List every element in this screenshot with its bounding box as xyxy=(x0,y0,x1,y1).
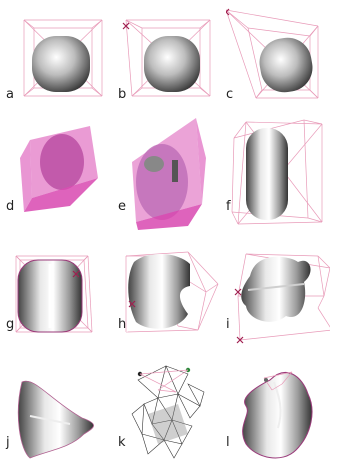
panel-label: k xyxy=(118,436,126,449)
panel-label: e xyxy=(118,200,126,213)
panel-e-graphic xyxy=(118,118,222,230)
control-point-marker xyxy=(235,289,241,295)
panel-label: b xyxy=(118,88,126,101)
panel-g: g xyxy=(10,236,114,348)
panel-f-graphic xyxy=(226,118,330,230)
panel-label: j xyxy=(6,436,10,449)
panel-c-graphic xyxy=(226,6,330,118)
panel-h: h xyxy=(118,236,222,348)
curled-shape xyxy=(243,373,312,458)
panel-k-graphic xyxy=(118,354,222,466)
capsule-shape xyxy=(246,128,288,220)
panel-label: d xyxy=(6,200,14,213)
panel-g-graphic xyxy=(10,236,114,348)
panel-label: h xyxy=(118,318,126,331)
panel-b: b xyxy=(118,6,222,118)
panel-label: g xyxy=(6,318,14,331)
panel-label: l xyxy=(226,436,230,449)
panel-d: d xyxy=(10,118,114,230)
panel-label: c xyxy=(226,88,233,101)
inner-shape xyxy=(40,134,84,190)
panel-j-graphic xyxy=(10,354,114,466)
panel-a: a xyxy=(10,6,114,118)
panel-j: j xyxy=(10,354,114,466)
panel-label: f xyxy=(226,200,231,213)
notched-shape xyxy=(128,254,190,329)
panel-h-graphic xyxy=(118,236,222,348)
panel-b-graphic xyxy=(118,6,222,118)
panel-k: k xyxy=(118,354,222,466)
triangular-mesh xyxy=(18,381,93,458)
panel-label: i xyxy=(226,318,230,331)
panel-i: i xyxy=(226,236,330,348)
panel-l-graphic xyxy=(226,354,330,466)
inner-shape xyxy=(136,144,188,220)
control-point xyxy=(264,378,268,382)
panel-e: e xyxy=(118,118,222,230)
panel-d-graphic xyxy=(10,118,114,230)
panel-i-graphic xyxy=(226,236,330,348)
inner-highlight xyxy=(144,156,164,172)
tilted-shape xyxy=(256,34,317,96)
rounded-shape xyxy=(32,36,90,92)
panel-a-graphic xyxy=(10,6,114,118)
rounded-shape xyxy=(144,36,200,92)
panel-f: f xyxy=(226,118,330,230)
panel-label: a xyxy=(6,88,14,101)
panel-c: c xyxy=(226,6,330,118)
inner-edge xyxy=(172,160,178,182)
panel-l: l xyxy=(226,354,330,466)
